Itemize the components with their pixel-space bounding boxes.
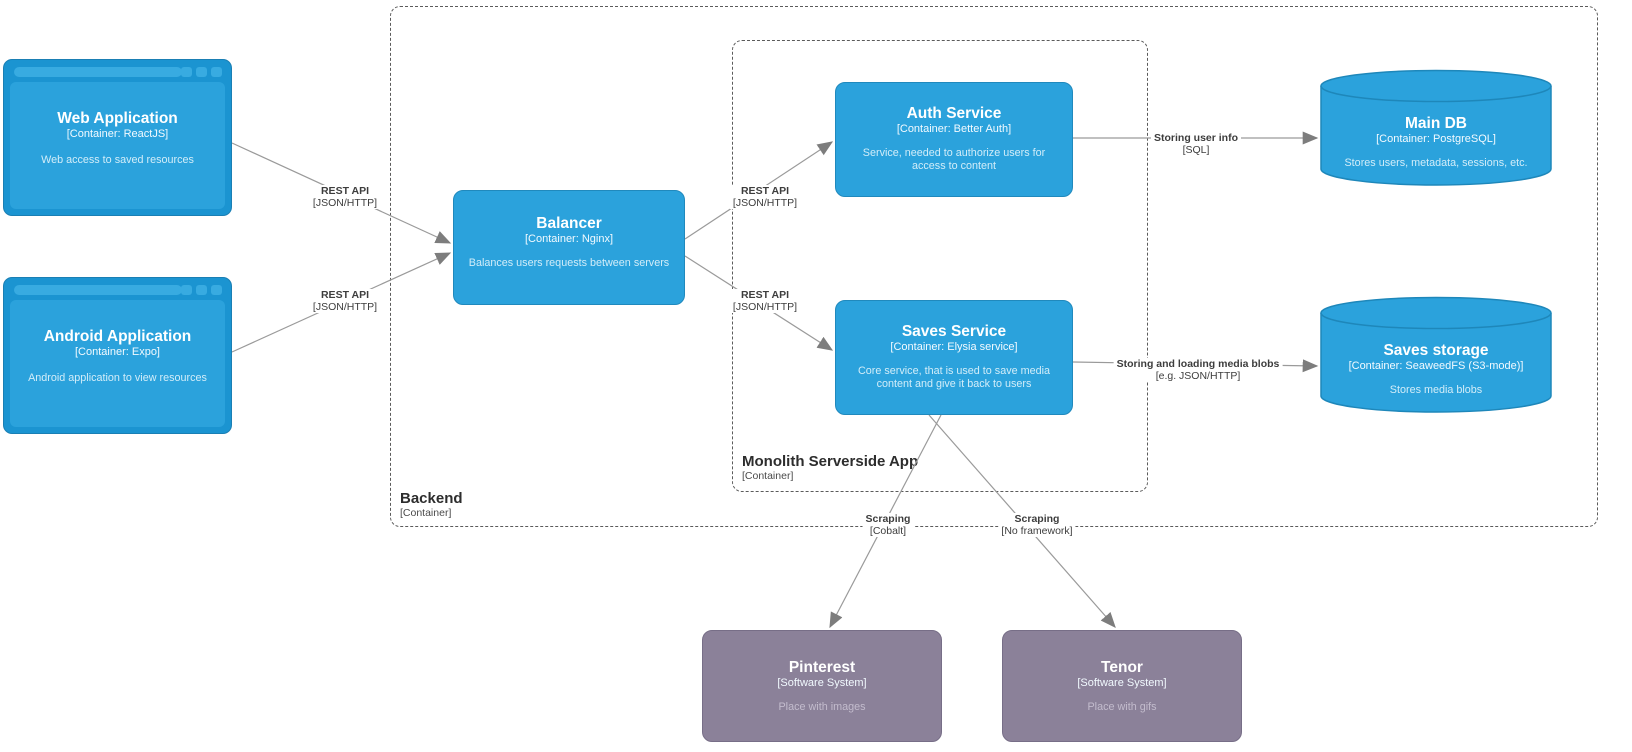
boundary-backend: Backend [Container] <box>390 6 1598 527</box>
pinterest-subtitle: [Software System] <box>777 677 867 689</box>
main-db-subtitle: [Container: PostgreSQL] <box>1376 133 1496 145</box>
auth-service-subtitle: [Container: Better Auth] <box>896 123 1012 135</box>
database-cylinder-icon <box>1320 296 1552 413</box>
backend-boundary-title: Backend <box>400 490 463 507</box>
pinterest-description: Place with images <box>778 701 866 713</box>
web-application-subtitle: [Container: ReactJS] <box>66 128 169 140</box>
browser-button-icon <box>211 67 222 77</box>
web-application-description: Web access to saved resources <box>41 154 194 166</box>
browser-address-bar <box>14 67 182 77</box>
browser-button-icon <box>181 67 192 77</box>
edge-label-text: Storing user info <box>1154 132 1238 144</box>
edge-tech-text: [e.g. JSON/HTTP] <box>1155 370 1241 382</box>
tenor-title: Tenor <box>1101 659 1143 676</box>
edge-label-text: Scraping <box>865 513 911 525</box>
edge-tech-text: [JSON/HTTP] <box>312 197 378 209</box>
edge-label-text: Scraping <box>1014 513 1060 525</box>
edge-label-android-to-balancer: REST API [JSON/HTTP] <box>309 289 381 313</box>
web-application-title: Web Application <box>57 110 178 127</box>
edge-label-saves-to-storage: Storing and loading media blobs [e.g. JS… <box>1113 358 1283 382</box>
node-pinterest: Pinterest [Software System] Place with i… <box>702 630 942 742</box>
auth-service-description: Service, needed to authorize users for a… <box>862 147 1046 172</box>
tenor-description: Place with gifs <box>1087 701 1157 713</box>
node-saves-storage: Saves storage [Container: SeaweedFS (S3-… <box>1320 296 1552 414</box>
edge-label-text: REST API <box>320 289 370 301</box>
node-tenor: Tenor [Software System] Place with gifs <box>1002 630 1242 742</box>
boundary-monolith-serverside-app: Monolith Serverside App [Container] <box>732 40 1148 492</box>
android-application-title: Android Application <box>43 328 192 345</box>
edge-label-saves-to-tenor: Scraping [No framework] <box>998 513 1076 537</box>
monolith-boundary-subtitle: [Container] <box>742 470 794 482</box>
balancer-subtitle: [Container: Nginx] <box>524 233 614 245</box>
saves-service-subtitle: [Container: Elysia service] <box>890 341 1018 353</box>
edge-tech-text: [Cobalt] <box>869 525 907 537</box>
tenor-subtitle: [Software System] <box>1077 677 1167 689</box>
saves-storage-title: Saves storage <box>1383 342 1489 359</box>
edge-tech-text: [JSON/HTTP] <box>312 301 378 313</box>
edge-label-text: Storing and loading media blobs <box>1116 358 1280 370</box>
browser-chrome-bar <box>4 60 231 82</box>
edge-label-text: REST API <box>740 185 790 197</box>
balancer-title: Balancer <box>536 215 602 232</box>
android-application-subtitle: [Container: Expo] <box>75 346 160 358</box>
edge-tech-text: [No framework] <box>1001 525 1073 537</box>
saves-service-title: Saves Service <box>901 323 1007 340</box>
balancer-description: Balances users requests between servers <box>468 257 670 269</box>
browser-button-icon <box>181 285 192 295</box>
node-balancer: Balancer [Container: Nginx] Balances use… <box>453 190 685 305</box>
auth-service-title: Auth Service <box>906 105 1002 122</box>
node-android-application: Android Application [Container: Expo] An… <box>3 277 232 434</box>
edge-label-balancer-to-saves: REST API [JSON/HTTP] <box>729 289 801 313</box>
edge-label-saves-to-pinterest: Scraping [Cobalt] <box>862 513 914 537</box>
saves-service-description: Core service, that is used to save media… <box>857 365 1051 390</box>
browser-button-icon <box>196 67 207 77</box>
browser-address-bar <box>14 285 182 295</box>
backend-boundary-subtitle: [Container] <box>400 507 452 519</box>
node-web-application: Web Application [Container: ReactJS] Web… <box>3 59 232 216</box>
edge-label-web-to-balancer: REST API [JSON/HTTP] <box>309 185 381 209</box>
database-cylinder-icon <box>1320 69 1552 186</box>
edge-label-balancer-to-auth: REST API [JSON/HTTP] <box>729 185 801 209</box>
node-main-db: Main DB [Container: PostgreSQL] Stores u… <box>1320 69 1552 187</box>
saves-storage-description: Stores media blobs <box>1389 384 1483 396</box>
browser-chrome-bar <box>4 278 231 300</box>
main-db-description: Stores users, metadata, sessions, etc. <box>1344 157 1528 169</box>
node-saves-service: Saves Service [Container: Elysia service… <box>835 300 1073 415</box>
saves-storage-subtitle: [Container: SeaweedFS (S3-mode)] <box>1348 360 1524 372</box>
browser-button-icon <box>196 285 207 295</box>
browser-button-icon <box>211 285 222 295</box>
edge-tech-text: [SQL] <box>1182 144 1210 156</box>
node-auth-service: Auth Service [Container: Better Auth] Se… <box>835 82 1073 197</box>
monolith-boundary-title: Monolith Serverside App <box>742 453 919 470</box>
edge-tech-text: [JSON/HTTP] <box>732 197 798 209</box>
pinterest-title: Pinterest <box>788 659 856 676</box>
edge-label-text: REST API <box>320 185 370 197</box>
edge-tech-text: [JSON/HTTP] <box>732 301 798 313</box>
android-application-description: Android application to view resources <box>28 372 207 384</box>
edge-label-text: REST API <box>740 289 790 301</box>
main-db-title: Main DB <box>1405 115 1467 132</box>
edge-label-auth-to-main-db: Storing user info [SQL] <box>1151 132 1241 156</box>
